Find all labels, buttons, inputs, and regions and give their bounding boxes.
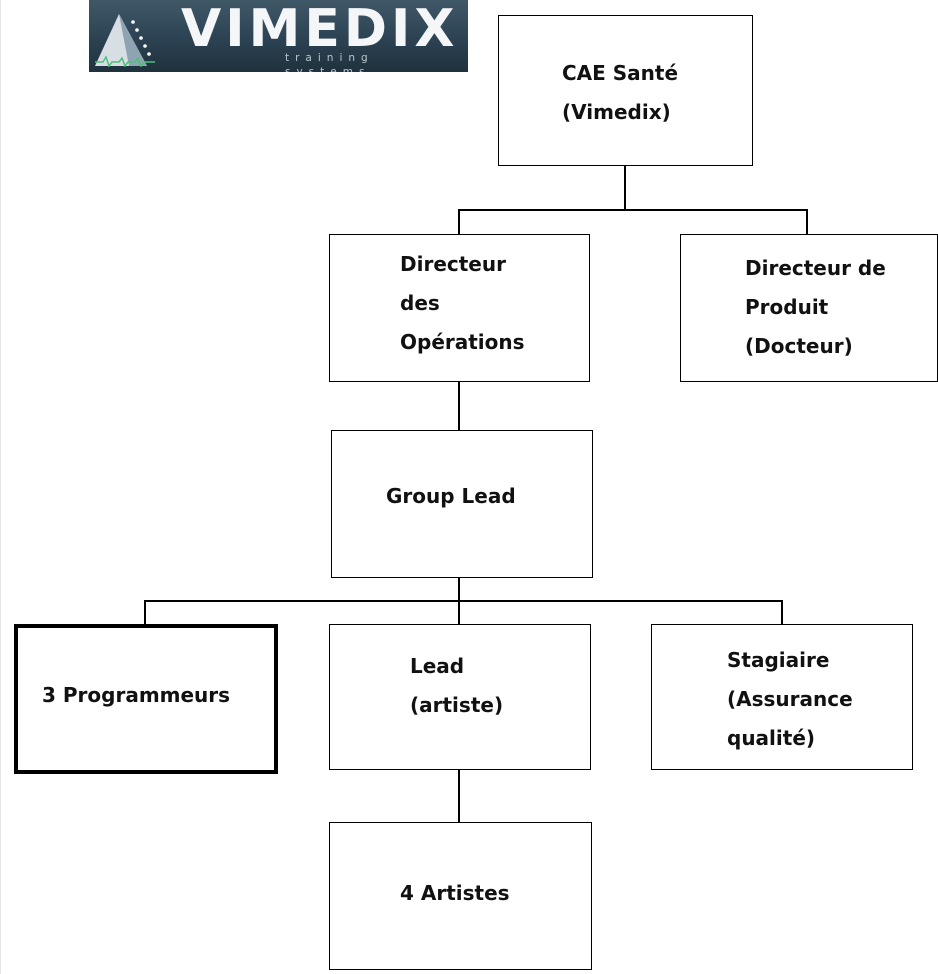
node-label: CAE Santé (Vimedix) xyxy=(562,61,679,124)
node-label: 3 Programmeurs xyxy=(42,683,231,707)
connector xyxy=(458,381,460,431)
connector xyxy=(624,165,626,210)
logo-tagline: training systems xyxy=(285,52,374,72)
connector xyxy=(458,600,460,626)
node-directeur-produit: Directeur de Produit (Docteur) xyxy=(680,234,938,382)
node-label: Stagiaire (Assurance qualité) xyxy=(727,648,853,750)
connector xyxy=(458,769,460,823)
node-label: Group Lead xyxy=(386,484,516,508)
connector xyxy=(144,600,146,626)
connector xyxy=(806,209,808,235)
node-group-lead: Group Lead xyxy=(331,430,593,578)
probe-cone-icon xyxy=(95,14,155,68)
connector xyxy=(459,209,807,211)
node-programmeurs: 3 Programmeurs xyxy=(14,624,278,774)
logo-wordmark: VIMEDIX xyxy=(181,0,459,59)
connector xyxy=(144,600,782,602)
node-label: Lead (artiste) xyxy=(410,654,504,717)
node-stagiaire: Stagiaire (Assurance qualité) xyxy=(651,624,913,770)
node-label: Directeur de Produit (Docteur) xyxy=(745,256,886,358)
node-artistes: 4 Artistes xyxy=(329,822,592,970)
vimedix-logo: VIMEDIX training systems xyxy=(89,0,468,72)
node-lead-artiste: Lead (artiste) xyxy=(329,624,591,770)
node-label: 4 Artistes xyxy=(400,881,510,905)
page-edge xyxy=(0,0,1,974)
ecg-wave-icon xyxy=(95,55,155,68)
connector xyxy=(458,577,460,601)
connector xyxy=(781,600,783,626)
node-label: Directeur des Opérations xyxy=(400,252,525,354)
node-cae-sante: CAE Santé (Vimedix) xyxy=(498,15,753,166)
connector xyxy=(458,209,460,235)
node-directeur-operations: Directeur des Opérations xyxy=(329,234,590,382)
